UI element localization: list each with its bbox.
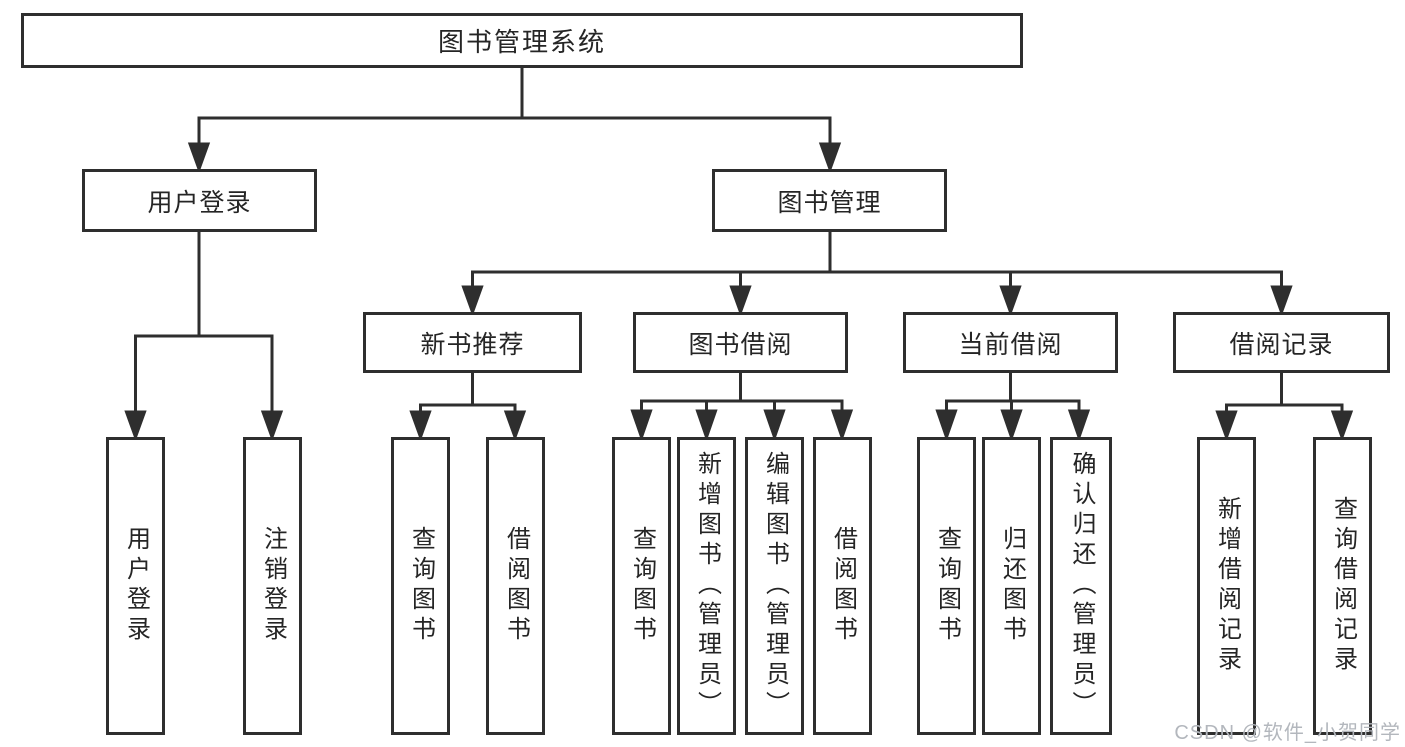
node-label: 新增借阅记录: [1213, 496, 1241, 676]
arrowhead-down-icon: [1067, 409, 1091, 442]
arrowhead-down-icon: [695, 409, 718, 442]
arrowhead-down-icon: [409, 410, 432, 442]
leaf-query-books-borrow: 查询图书: [612, 437, 671, 735]
node-label: 用户登录: [122, 526, 150, 646]
leaf-add-borrow-record: 新增借阅记录: [1197, 437, 1256, 735]
node-label: 新增图书（管理员）: [693, 451, 721, 721]
node-label: 归还图书: [998, 526, 1026, 646]
node-current-borrowing: 当前借阅: [903, 312, 1118, 373]
connector-user-login-to-children: [124, 232, 284, 442]
node-book-management: 图书管理: [712, 169, 947, 232]
connector-book-borrow-to-children: [630, 373, 854, 442]
node-label: 查询图书: [933, 526, 961, 646]
node-label: 确认归还（管理员）: [1068, 451, 1095, 721]
leaf-add-books-admin: 新增图书（管理员）: [677, 437, 736, 735]
arrowhead-down-icon: [1330, 410, 1354, 442]
leaf-confirm-return-admin: 确认归还（管理员）: [1050, 437, 1112, 735]
leaf-user-login: 用户登录: [106, 437, 165, 735]
node-label: 查询图书: [628, 526, 656, 646]
node-borrowing-records: 借阅记录: [1173, 312, 1390, 373]
node-library-management-system: 图书管理系统: [21, 13, 1023, 68]
arrowhead-down-icon: [503, 410, 527, 442]
node-label: 图书管理: [777, 188, 882, 217]
node-label: 用户登录: [147, 188, 252, 217]
node-label: 新书推荐: [420, 330, 525, 359]
arrowhead-down-icon: [124, 410, 147, 442]
arrowhead-down-icon: [187, 142, 211, 174]
node-label: 借阅图书: [829, 526, 857, 646]
connector-records-to-children: [1215, 373, 1354, 442]
node-label: 编辑图书（管理员）: [761, 451, 789, 721]
connector-current-borrow-to-children: [935, 373, 1091, 442]
arrowhead-down-icon: [630, 409, 653, 442]
node-label: 图书管理系统: [437, 27, 606, 57]
node-label: 查询图书: [407, 526, 435, 646]
arrowhead-down-icon: [830, 409, 854, 442]
node-label: 注销登录: [259, 526, 287, 646]
arrowhead-down-icon: [729, 285, 752, 317]
connector-new-book-to-children: [409, 373, 527, 442]
node-label: 当前借阅: [958, 330, 1063, 359]
leaf-edit-books-admin: 编辑图书（管理员）: [745, 437, 804, 735]
node-label: 查询借阅记录: [1329, 496, 1357, 676]
leaf-logout-login: 注销登录: [243, 437, 302, 735]
node-label: 借阅图书: [502, 526, 530, 646]
arrowhead-down-icon: [260, 410, 284, 442]
leaf-query-borrow-record: 查询借阅记录: [1313, 437, 1372, 735]
node-user-login: 用户登录: [82, 169, 317, 232]
node-new-book-recommendation: 新书推荐: [363, 312, 582, 373]
leaf-query-books-recommend: 查询图书: [391, 437, 450, 735]
arrowhead-down-icon: [1215, 410, 1238, 442]
node-label: 图书借阅: [688, 330, 793, 359]
arrowhead-down-icon: [1270, 285, 1293, 317]
arrowhead-down-icon: [1000, 409, 1023, 442]
node-book-borrowing: 图书借阅: [633, 312, 848, 373]
arrowhead-down-icon: [935, 409, 958, 442]
node-label: 借阅记录: [1229, 330, 1334, 359]
connector-book-mgmt-to-level3: [461, 232, 1293, 317]
leaf-borrow-books-recommend: 借阅图书: [486, 437, 545, 735]
leaf-borrow-books: 借阅图书: [813, 437, 872, 735]
arrowhead-down-icon: [818, 142, 842, 174]
leaf-query-books-current: 查询图书: [917, 437, 976, 735]
arrowhead-down-icon: [763, 409, 786, 442]
leaf-return-books: 归还图书: [982, 437, 1041, 735]
arrowhead-down-icon: [999, 285, 1022, 317]
csdn-watermark: CSDN @软件_小贺同学: [1174, 722, 1401, 744]
arrowhead-down-icon: [461, 285, 484, 317]
connector-root-to-level2: [187, 68, 842, 174]
